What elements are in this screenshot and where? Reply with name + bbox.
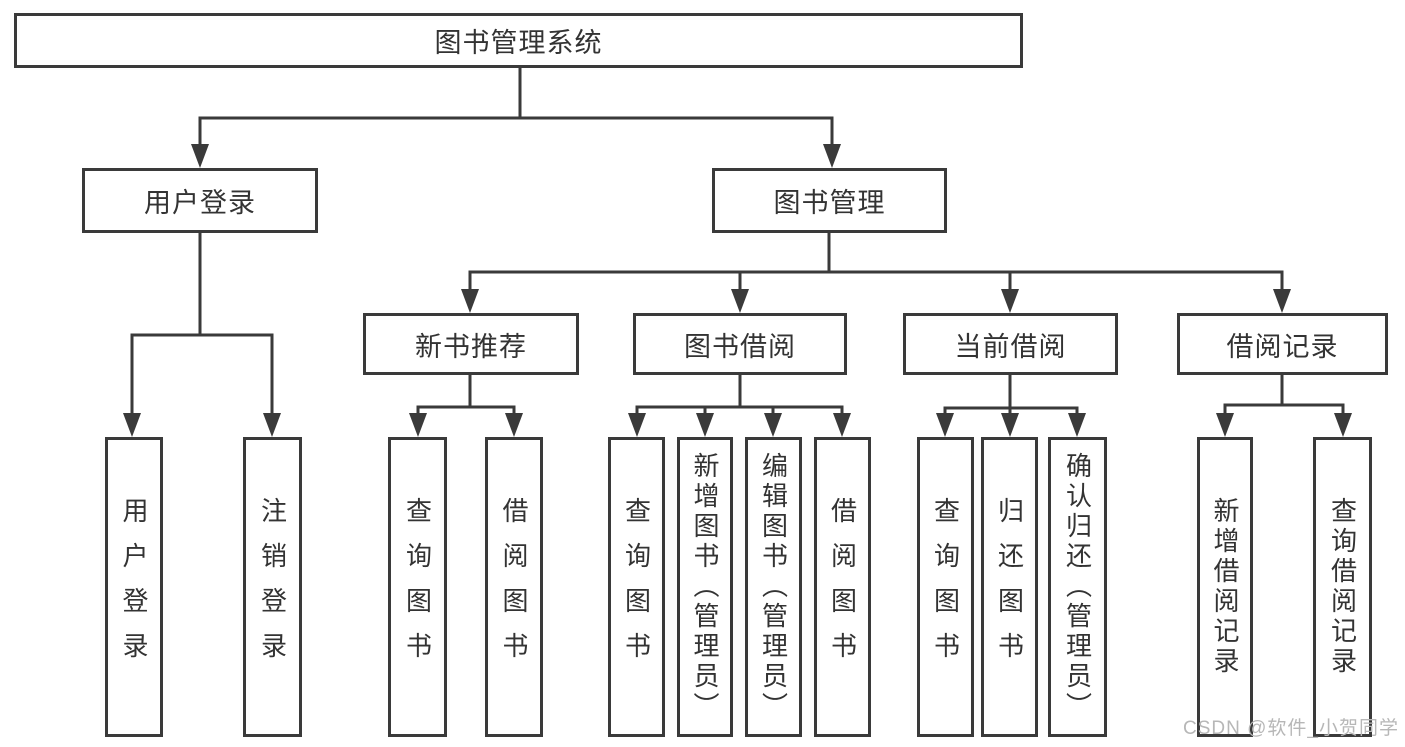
node-root-label: 图书管理系统	[434, 28, 603, 58]
leaf-nb-borrow-books-label: 借阅图书	[499, 497, 529, 677]
leaf-cb-confirm-return-admin-label: 确认归还（管理员）	[1062, 452, 1093, 722]
leaf-bb-edit-book-admin-label: 编辑图书（管理员）	[758, 452, 789, 722]
leaf-bb-add-book-admin: 新增图书（管理员）	[677, 437, 733, 737]
node-book-management: 图书管理	[712, 168, 947, 233]
node-user-login: 用户登录	[82, 168, 318, 233]
node-book-management-label: 图书管理	[773, 188, 886, 218]
leaf-bb-query-books: 查询图书	[608, 437, 665, 737]
leaf-cb-return-books-label: 归还图书	[994, 497, 1025, 677]
leaf-bb-borrow-books: 借阅图书	[814, 437, 871, 737]
leaf-br-add-record: 新增借阅记录	[1197, 437, 1253, 737]
node-borrow-records: 借阅记录	[1177, 313, 1388, 375]
leaf-br-query-record-label: 查询借阅记录	[1327, 497, 1358, 677]
leaf-logout: 注销登录	[243, 437, 302, 737]
leaf-nb-borrow-books: 借阅图书	[485, 437, 543, 737]
leaf-bb-add-book-admin-label: 新增图书（管理员）	[690, 452, 720, 722]
csdn-watermark: CSDN @软件_小贺同学	[1183, 718, 1399, 739]
leaf-cb-confirm-return-admin: 确认归还（管理员）	[1048, 437, 1107, 737]
leaf-bb-query-books-label: 查询图书	[621, 497, 652, 677]
leaf-bb-borrow-books-label: 借阅图书	[827, 497, 858, 677]
node-new-book-recommend: 新书推荐	[363, 313, 579, 375]
node-book-borrow-label: 图书借阅	[684, 331, 796, 362]
node-book-borrow: 图书借阅	[633, 313, 847, 375]
leaf-user-login: 用户登录	[105, 437, 163, 737]
node-borrow-records-label: 借阅记录	[1226, 331, 1339, 362]
leaf-nb-query-books: 查询图书	[388, 437, 447, 737]
leaf-nb-query-books-label: 查询图书	[402, 497, 433, 677]
leaf-cb-query-books: 查询图书	[917, 437, 974, 737]
leaf-br-query-record: 查询借阅记录	[1313, 437, 1372, 737]
node-current-borrow-label: 当前借阅	[954, 331, 1067, 362]
node-root: 图书管理系统	[14, 13, 1023, 68]
node-user-login-label: 用户登录	[144, 188, 256, 218]
node-new-book-recommend-label: 新书推荐	[415, 331, 527, 362]
node-current-borrow: 当前借阅	[903, 313, 1118, 375]
leaf-cb-query-books-label: 查询图书	[930, 497, 961, 677]
leaf-br-add-record-label: 新增借阅记录	[1210, 497, 1240, 677]
leaf-user-login-label: 用户登录	[119, 497, 149, 677]
leaf-cb-return-books: 归还图书	[981, 437, 1038, 737]
leaf-bb-edit-book-admin: 编辑图书（管理员）	[745, 437, 802, 737]
leaf-logout-label: 注销登录	[257, 497, 288, 677]
